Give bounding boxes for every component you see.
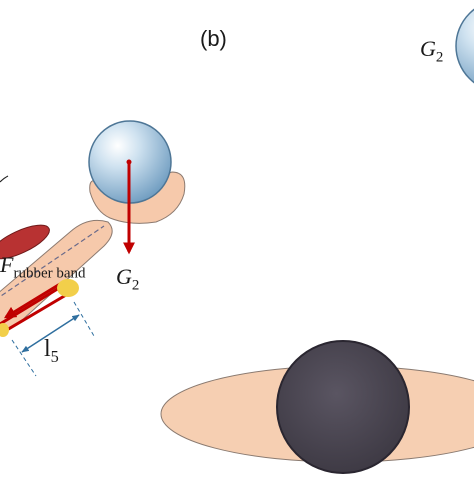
rubber-band-line-1 bbox=[0, 283, 65, 326]
f-rubber-band-arrow bbox=[3, 282, 61, 319]
g2-top-label-main: G bbox=[420, 36, 436, 61]
dim-line-l5 bbox=[21, 314, 80, 353]
g2-arrow-origin bbox=[126, 159, 132, 165]
band-attachment-left bbox=[0, 323, 9, 337]
ball-top-right bbox=[455, 8, 474, 84]
force-label: Frubber band bbox=[0, 252, 86, 282]
length-label-sub: 5 bbox=[50, 346, 59, 366]
g2-arrow-label-sub: 2 bbox=[131, 277, 140, 294]
g2-arrow-label: G2 bbox=[116, 264, 139, 294]
force-label-main: F bbox=[0, 252, 14, 277]
g2-top-label: G2 bbox=[420, 36, 443, 66]
edge-mark bbox=[0, 175, 9, 183]
dark-ball bbox=[276, 340, 410, 474]
muscle bbox=[0, 224, 50, 260]
g2-top-label-sub: 2 bbox=[435, 49, 444, 66]
panel-label: (b) bbox=[200, 26, 227, 51]
g2-arrow-label-main: G bbox=[116, 264, 132, 289]
band-attachment-right bbox=[57, 279, 79, 297]
force-label-sub: rubber band bbox=[13, 265, 86, 282]
forearm-axis bbox=[0, 225, 105, 298]
dim-extension-1 bbox=[73, 301, 95, 337]
length-label-main: l bbox=[44, 336, 51, 362]
length-label: l5 bbox=[44, 336, 59, 367]
dim-extension-2 bbox=[11, 339, 37, 377]
